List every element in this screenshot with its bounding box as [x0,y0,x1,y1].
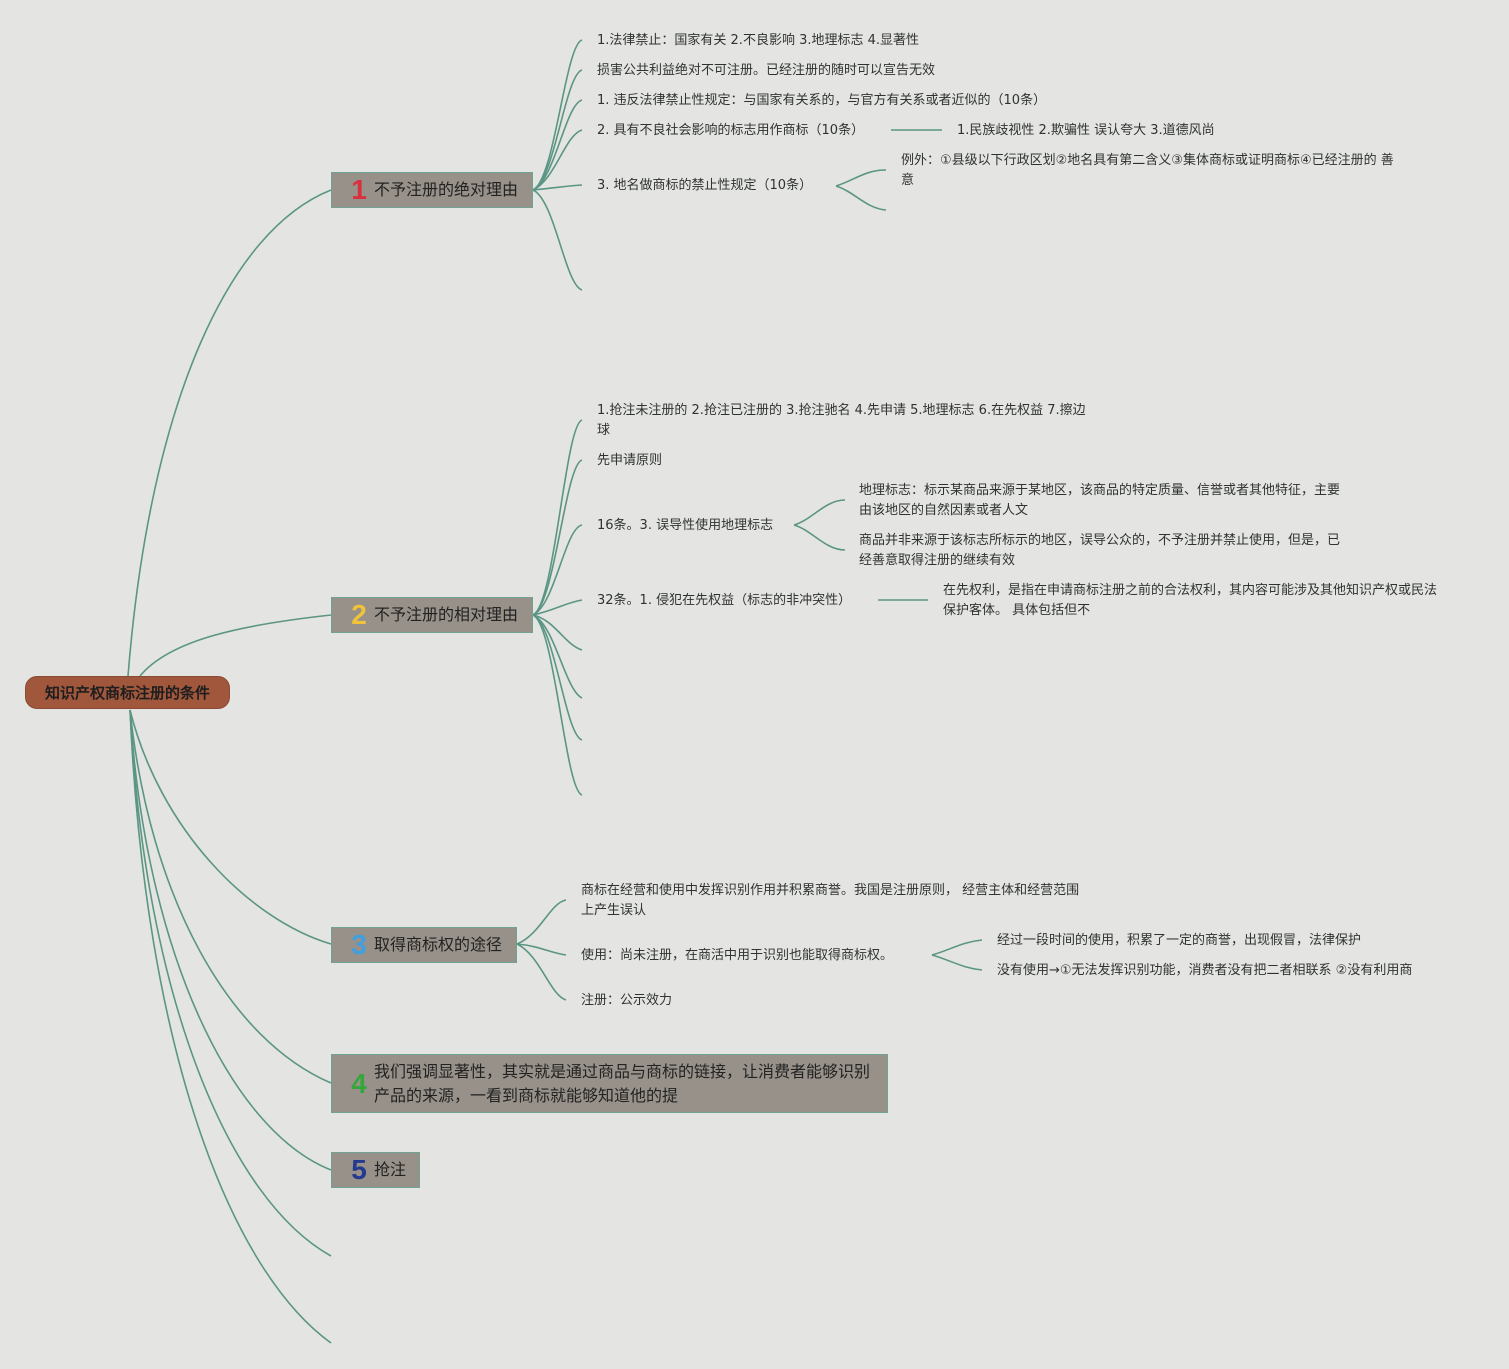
branch-label: 取得商标权的途径 [374,935,503,954]
number-1-icon: 1 [351,174,367,205]
number-5-icon: 5 [351,1154,367,1185]
branch-label: 我们强调显著性，其实就是通过商品与商标的链接，让消费者能够识别产品的来源，一看到… [374,1061,871,1105]
branch-relative-reasons[interactable]: 2 不予注册的相对理由 [331,597,533,633]
branch-preemptive-registration[interactable]: 5 抢注 [331,1152,420,1188]
list-item[interactable]: 1.法律禁止：国家有关 2.不良影响 3.地理标志 4.显著性 [597,33,920,48]
list-item[interactable]: 3. 地名做商标的禁止性规定（10条） [597,178,813,193]
branch-absolute-reasons[interactable]: 1 不予注册的绝对理由 [331,172,533,208]
branch-acquisition-ways[interactable]: 3 取得商标权的途径 [331,927,517,963]
list-item[interactable]: 商品并非来源于该标志所标示的地区，误导公众的，不予注册并禁止使用，但是，已经善意… [859,533,1341,568]
number-3-icon: 3 [351,929,367,960]
list-item[interactable]: 1. 违反法律禁止性规定：与国家有关系的，与官方有关系或者近似的（10条） [597,93,1047,108]
list-item[interactable]: 没有使用→①无法发挥识别功能，消费者没有把二者相联系 ②没有利用商 [997,963,1413,978]
root-label: 知识产权商标注册的条件 [44,684,210,702]
list-item[interactable]: 先申请原则 [597,453,663,468]
list-item[interactable]: 16条。3. 误导性使用地理标志 [597,518,774,533]
list-item[interactable]: 使用：尚未注册，在商活中用于识别也能取得商标权。 [581,948,894,963]
branch-label: 不予注册的相对理由 [374,605,519,624]
number-2-icon: 2 [351,599,367,630]
branch-label: 不予注册的绝对理由 [374,180,519,199]
list-item[interactable]: 损害公共利益绝对不可注册。已经注册的随时可以宣告无效 [597,63,936,78]
number-4-icon: 4 [351,1067,367,1099]
list-item[interactable]: 商标在经营和使用中发挥识别作用并积累商誉。我国是注册原则， 经营主体和经营范围上… [581,883,1080,918]
list-item[interactable]: 1.民族歧视性 2.欺骗性 误认夸大 3.道德风尚 [957,123,1215,138]
list-item[interactable]: 地理标志：标示某商品来源于某地区，该商品的特定质量、信誉或者其他特征，主要由该地… [859,483,1341,518]
list-item[interactable]: 在先权利，是指在申请商标注册之前的合法权利，其内容可能涉及其他知识产权或民法保护… [943,583,1438,618]
list-item[interactable]: 1.抢注未注册的 2.抢注已注册的 3.抢注驰名 4.先申请 5.地理标志 6.… [597,403,1086,438]
list-item[interactable]: 经过一段时间的使用，积累了一定的商誉，出现假冒，法律保护 [997,933,1362,948]
list-item[interactable]: 注册：公示效力 [581,993,673,1008]
list-item[interactable]: 32条。1. 侵犯在先权益（标志的非冲突性） [597,593,852,608]
branch-distinctiveness[interactable]: 4 我们强调显著性，其实就是通过商品与商标的链接，让消费者能够识别产品的来源，一… [331,1054,888,1113]
list-item[interactable]: 例外：①县级以下行政区划②地名具有第二含义③集体商标或证明商标④已经注册的 善意 [901,153,1394,188]
root-node[interactable]: 知识产权商标注册的条件 [25,676,230,709]
list-item[interactable]: 2. 具有不良社会影响的标志用作商标（10条） [597,123,865,138]
branch-label: 抢注 [374,1160,407,1179]
